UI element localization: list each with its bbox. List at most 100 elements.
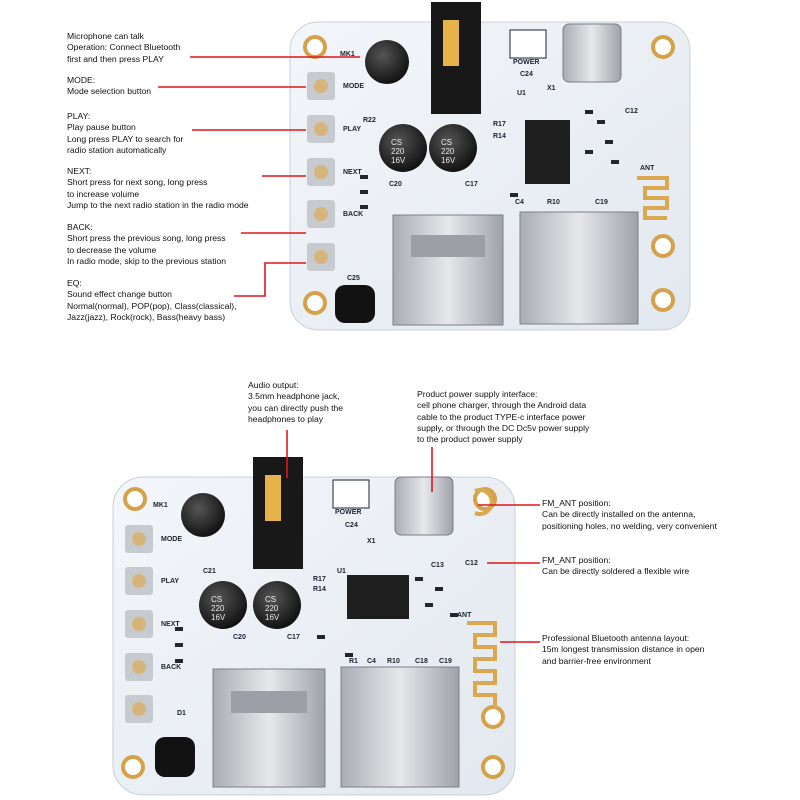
pcb-board-top: MK1 POWER C24 MODE PLAY NEXT BACK R22 CS… bbox=[289, 2, 691, 331]
silk-c24: C24 bbox=[520, 71, 533, 78]
mounting-hole bbox=[481, 705, 505, 729]
annotation-line: radio station automatically bbox=[67, 144, 167, 155]
silk-r17: R17 bbox=[493, 121, 506, 128]
electrolytic-capacitor bbox=[253, 581, 301, 629]
bluetooth-antenna-trace bbox=[467, 621, 497, 709]
electrolytic-capacitor bbox=[379, 124, 427, 172]
ir-receiver bbox=[155, 737, 195, 777]
mounting-hole bbox=[121, 755, 145, 779]
silk-c18: C18 bbox=[415, 658, 428, 665]
silk-c17: C17 bbox=[287, 634, 300, 641]
silk-c12: C12 bbox=[465, 560, 478, 567]
silk-c19: C19 bbox=[595, 199, 608, 206]
cap-brand: CS bbox=[391, 138, 402, 147]
silk-ant: ANT bbox=[457, 612, 472, 619]
annotation-line: Operation: Connect Bluetooth bbox=[67, 42, 181, 53]
annotation-line: to decrease the volume bbox=[67, 244, 157, 255]
annotation-line: Jazz(jazz), Rock(rock), Bass(heavy bass) bbox=[67, 311, 226, 322]
mounting-hole bbox=[303, 35, 327, 59]
ic-chip bbox=[525, 120, 570, 184]
silk-next: NEXT bbox=[343, 169, 362, 176]
silk-r17: R17 bbox=[313, 576, 326, 583]
annotation-microphone: Microphone can talk Operation: Connect B… bbox=[67, 31, 180, 65]
type-c-port bbox=[562, 23, 622, 83]
silk-c19: C19 bbox=[439, 658, 452, 665]
annotation-title: NEXT: bbox=[67, 166, 92, 176]
annotation-line: Play pause button bbox=[67, 122, 136, 133]
annotation-title: FM_ANT position: bbox=[542, 498, 611, 508]
annotation-line: Long press PLAY to search for bbox=[67, 133, 184, 144]
annotation-bluetooth-antenna: Professional Bluetooth antenna layout: 1… bbox=[542, 633, 704, 667]
silk-next: NEXT bbox=[161, 621, 180, 628]
annotation-line: 3.5mm headphone jack, bbox=[248, 391, 340, 402]
silk-mode: MODE bbox=[343, 83, 364, 90]
mounting-hole bbox=[481, 755, 505, 779]
annotation-title: Product power supply interface: bbox=[417, 389, 538, 399]
silk-back: BACK bbox=[343, 211, 363, 218]
smd-components bbox=[175, 577, 458, 663]
cap-voltage: 16V bbox=[211, 613, 226, 622]
electrolytic-capacitor bbox=[199, 581, 247, 629]
annotation-line: Can be directly installed on the antenna… bbox=[542, 509, 696, 520]
ir-receiver bbox=[335, 285, 375, 323]
silk-r22: R22 bbox=[363, 117, 376, 124]
headphone-jack-pin bbox=[265, 475, 281, 521]
silk-r14: R14 bbox=[493, 133, 506, 140]
usb-port-slot bbox=[231, 691, 307, 713]
sd-card-slot bbox=[340, 666, 460, 788]
mounting-hole bbox=[651, 234, 675, 258]
cap-brand: CS bbox=[441, 138, 452, 147]
sd-card-slot bbox=[519, 211, 639, 325]
ic-chip bbox=[347, 575, 409, 619]
silk-mode: MODE bbox=[161, 536, 182, 543]
type-c-port bbox=[394, 476, 454, 536]
cap-voltage: 16V bbox=[265, 613, 280, 622]
annotation-eq: EQ: Sound effect change button Normal(no… bbox=[67, 278, 237, 323]
silk-c25: C25 bbox=[347, 275, 360, 282]
annotation-title: PLAY: bbox=[67, 111, 91, 121]
annotation-line: 15m longest transmission distance in ope… bbox=[542, 644, 705, 655]
silk-c21: C21 bbox=[203, 568, 216, 575]
cap-voltage: 16V bbox=[391, 156, 406, 165]
silk-c24: C24 bbox=[345, 522, 358, 529]
annotation-power-supply: Product power supply interface: cell pho… bbox=[417, 389, 589, 445]
silk-c4: C4 bbox=[367, 658, 376, 665]
annotation-back: BACK: Short press the previous song, lon… bbox=[67, 222, 226, 267]
smd-components bbox=[360, 110, 619, 209]
silk-mk1: MK1 bbox=[340, 51, 355, 58]
silk-r14: R14 bbox=[313, 586, 326, 593]
silk-play: PLAY bbox=[161, 578, 179, 585]
tact-buttons bbox=[307, 72, 335, 271]
silk-c17: C17 bbox=[465, 181, 478, 188]
silk-ant: ANT bbox=[640, 165, 655, 172]
silk-r10: R10 bbox=[387, 658, 400, 665]
cap-value: 220 bbox=[265, 604, 279, 613]
microphone bbox=[181, 493, 225, 537]
silk-u1: U1 bbox=[337, 568, 346, 575]
annotation-line: first and then press PLAY bbox=[67, 53, 164, 64]
power-pad bbox=[509, 29, 547, 59]
annotation-play: PLAY: Play pause button Long press PLAY … bbox=[67, 111, 183, 156]
silk-u1: U1 bbox=[517, 90, 526, 97]
silk-power: POWER bbox=[513, 59, 539, 66]
tact-buttons bbox=[125, 525, 153, 723]
bluetooth-antenna-trace bbox=[637, 176, 669, 220]
annotation-line: Normal(normal), POP(pop), Class(classica… bbox=[67, 300, 237, 311]
silk-x1: X1 bbox=[367, 538, 376, 545]
annotation-line: cable to the product TYPE-c interface po… bbox=[417, 411, 586, 422]
silk-c13: C13 bbox=[431, 562, 444, 569]
annotation-line: Sound effect change button bbox=[67, 289, 172, 300]
usb-port bbox=[392, 214, 504, 326]
annotation-line: Can be directly soldered a flexible wire bbox=[542, 566, 690, 577]
annotation-mode: MODE: Mode selection button bbox=[67, 75, 151, 98]
annotation-line: Mode selection button bbox=[67, 86, 152, 97]
microphone bbox=[365, 40, 409, 84]
silk-c4: C4 bbox=[515, 199, 524, 206]
cap-value: 220 bbox=[441, 147, 455, 156]
annotation-title: FM_ANT position: bbox=[542, 555, 611, 565]
annotation-line: Jump to the next radio station in the ra… bbox=[67, 199, 249, 210]
annotation-line: supply, or through the DC Dc5v power sup… bbox=[417, 422, 590, 433]
silk-r1: R1 bbox=[349, 658, 358, 665]
annotation-audio-output: Audio output: 3.5mm headphone jack, you … bbox=[248, 380, 343, 425]
silk-play: PLAY bbox=[343, 126, 361, 133]
